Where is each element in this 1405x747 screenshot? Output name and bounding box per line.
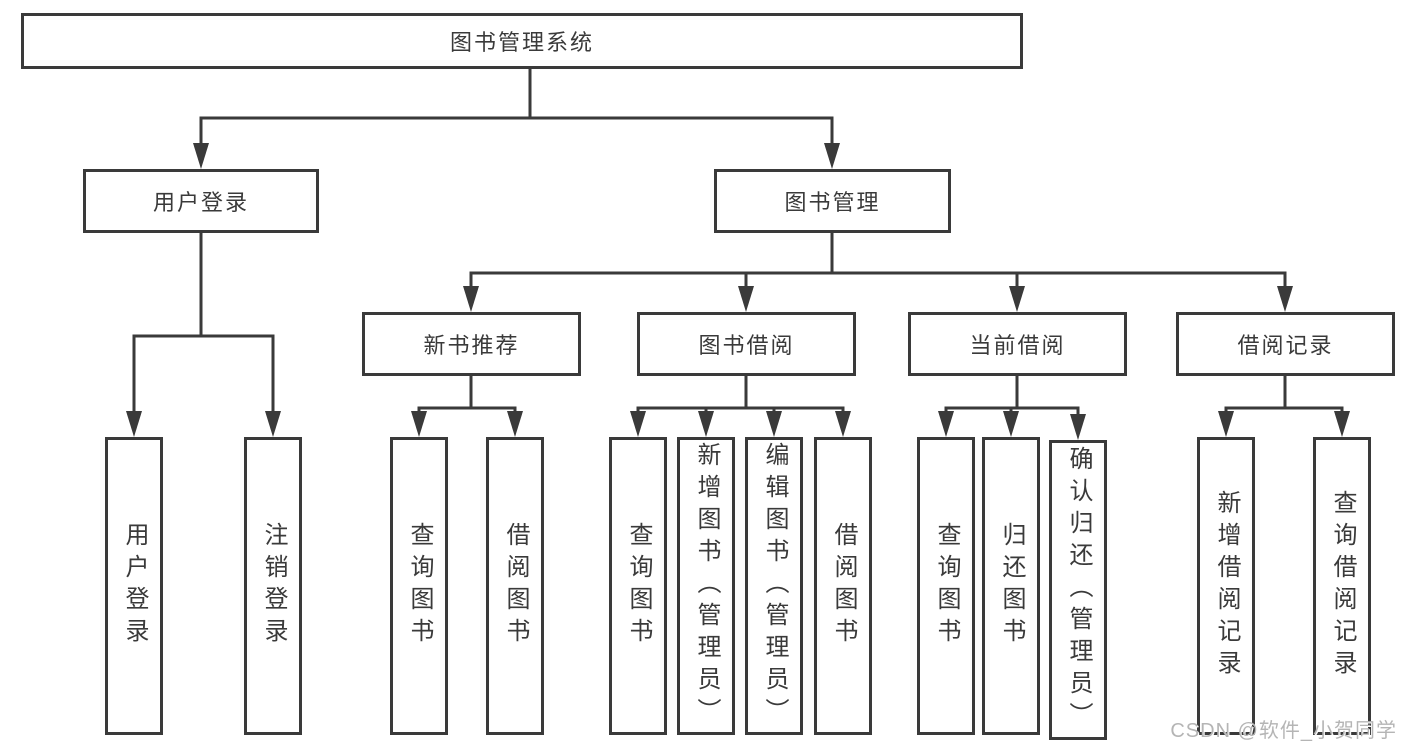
leaf-borrow-borrow-book: 借阅图书 [814,437,872,735]
leaf-borrow-query-book: 查询图书 [609,437,667,735]
leaf-user-login: 用户登录 [105,437,163,735]
leaf-borrow-add-book-admin: 新增图书（管理员） [677,437,735,735]
leaf-current-query-book: 查询图书 [917,437,975,735]
leaf-newbook-borrow-book: 借阅图书 [486,437,544,735]
node-book-borrow: 图书借阅 [637,312,856,376]
node-book-management: 图书管理 [714,169,951,233]
leaf-record-query-record: 查询借阅记录 [1313,437,1371,735]
node-library-system: 图书管理系统 [21,13,1023,69]
node-current-borrow: 当前借阅 [908,312,1127,376]
leaf-newbook-query-book: 查询图书 [390,437,448,735]
leaf-logout: 注销登录 [244,437,302,735]
arrowhead-icons [126,143,1350,440]
leaf-borrow-edit-book-admin: 编辑图书（管理员） [745,437,803,735]
leaf-current-return-book: 归还图书 [982,437,1040,735]
leaf-current-confirm-return-admin: 确认归还（管理员） [1049,440,1107,740]
watermark: CSDN @软件_小贺同学 [1170,720,1397,742]
node-user-login: 用户登录 [83,169,319,233]
node-borrow-record: 借阅记录 [1176,312,1395,376]
node-new-book-recommend: 新书推荐 [362,312,581,376]
leaf-record-add-record: 新增借阅记录 [1197,437,1255,735]
